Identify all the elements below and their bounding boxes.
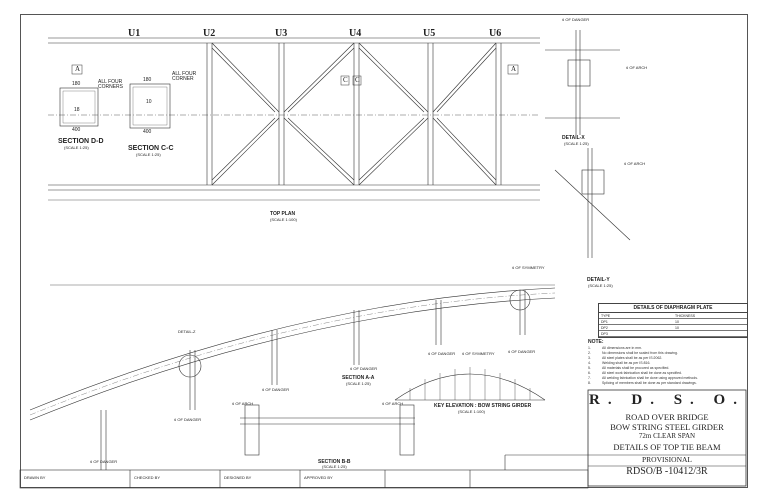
strip-field-checked: CHECKED BY <box>134 475 161 480</box>
detail-x-danger-label: ¢ OF DANGER <box>562 17 590 22</box>
danger-label-mid: ¢ OF DANGER <box>428 351 456 356</box>
section-cc-dim-width: 180 <box>143 77 152 83</box>
section-cc-title: SECTION C-C <box>128 145 174 152</box>
note-item: 5.All materials shall be procured as spe… <box>588 366 670 370</box>
member-label-u5: U5 <box>423 28 436 39</box>
diaphragm-table-row: DP1 10 <box>599 319 747 325</box>
detail-y-scale: (SCALE 1:25) <box>588 283 613 288</box>
detail-x-plate <box>567 59 591 87</box>
drawing-sheet-border <box>20 14 748 488</box>
diaphragm-cell: TYPE <box>601 313 611 318</box>
cut-marker-a-left: A <box>75 65 81 73</box>
cut-marker-c-left: C <box>343 76 348 84</box>
title-line-1: ROAD OVER BRIDGE <box>625 412 709 422</box>
section-bb-arch-label: ¢ OF ARCH <box>232 401 254 406</box>
strip-field-approved: APPROVED BY <box>304 475 333 480</box>
member-label-u2: U2 <box>203 28 216 39</box>
section-aa-scale: (SCALE 1:25) <box>346 381 371 386</box>
status-label: PROVISIONAL <box>641 455 692 464</box>
symmetry-label-top: ¢ OF SYMMETRY <box>512 265 545 270</box>
danger-label-a: ¢ OF DANGER <box>350 366 378 371</box>
detail-z-circle <box>178 354 202 378</box>
detail-x-title: DETAIL-X <box>562 135 585 141</box>
title-line-3: 72m CLEAR SPAN <box>638 432 696 440</box>
title-line-4: DETAILS OF TOP TIE BEAM <box>613 442 721 452</box>
member-label-u1: U1 <box>128 28 141 39</box>
diaphragm-cell: DP3 <box>601 331 608 336</box>
notes-block: NOTE: 1.All dimensions are in mm. 2.No d… <box>588 340 746 386</box>
all-four-corner-label: ALL FOUR CORNER <box>172 71 197 82</box>
section-cc-scale: (SCALE 1:25) <box>136 152 161 157</box>
diaphragm-table-row: DP3 <box>599 331 747 337</box>
bottom-signature-strip <box>19 469 589 489</box>
section-dd-title: SECTION D-D <box>58 138 104 145</box>
all-four-corners-label: ALL FOUR CORNERS <box>98 79 124 90</box>
diaphragm-cell: 10 <box>675 325 679 330</box>
detail-marker-circle <box>509 289 531 311</box>
note-item: 7.All welding fabrication shall be done … <box>588 376 698 380</box>
key-elevation-scale: (SCALE 1:100) <box>458 409 485 414</box>
detail-z-label: DETAIL-Z <box>178 329 196 334</box>
section-aa-title: SECTION A-A <box>342 375 375 381</box>
danger-label-b: ¢ OF DANGER <box>262 387 290 392</box>
detail-y-arch-label: ¢ OF ARCH <box>624 161 646 166</box>
diaphragm-table-title: DETAILS OF DIAPHRAGM PLATE <box>599 304 747 313</box>
diaphragm-cell: DP1 <box>601 319 608 324</box>
section-dd-dim-thk: 18 <box>74 107 80 113</box>
danger-label-c: ¢ OF DANGER <box>174 417 202 422</box>
diaphragm-table-row: DP2 10 <box>599 325 747 331</box>
note-item: 8.Splicing of members shall be done as p… <box>588 381 697 385</box>
section-cc-dim-bottom: 400 <box>143 129 152 135</box>
danger-label-right: ¢ OF DANGER <box>508 349 536 354</box>
cut-marker-a-right: A <box>511 65 517 73</box>
detail-y-plate <box>581 169 605 195</box>
section-cc-dim-thk: 10 <box>146 99 152 105</box>
notes-title: NOTE: <box>588 339 604 345</box>
strip-field-designed: DESIGNED BY <box>224 475 252 480</box>
top-plan-scale: (SCALE 1:100) <box>270 217 297 222</box>
top-plan-title: TOP PLAN <box>270 211 296 217</box>
diaphragm-cell: DP2 <box>601 325 608 330</box>
cut-marker-c-right: C <box>355 76 360 84</box>
section-dd-scale: (SCALE 1:25) <box>64 145 89 150</box>
danger-label-d: ¢ OF DANGER <box>90 459 118 464</box>
diaphragm-cell: 10 <box>675 319 679 324</box>
member-label-u4: U4 <box>349 28 362 39</box>
note-item: 3.All steel plates shall be as per IS:20… <box>588 356 663 360</box>
note-item: 6.All steel work fabrication shall be do… <box>588 371 682 375</box>
section-dd-dim-width: 180 <box>72 81 81 87</box>
section-dd-dim-bottom: 400 <box>72 127 81 133</box>
strip-field-drawn: DRAWN BY <box>24 475 46 480</box>
symmetry-label-mid: ¢ OF SYMMETRY <box>462 351 495 356</box>
note-item: 1.All dimensions are in mm. <box>588 346 643 350</box>
drawing-number: RDSO/B -10412/3R <box>626 466 708 477</box>
member-label-u3: U3 <box>275 28 288 39</box>
note-item: 4.Welding shall be as per IS:816. <box>588 361 651 365</box>
arch-top-chord <box>29 287 556 411</box>
title-block-frame <box>587 389 747 487</box>
section-cc-box <box>129 83 171 129</box>
detail-x-arch-label: ¢ OF ARCH <box>626 65 648 70</box>
section-bb-title: SECTION B-B <box>318 459 351 465</box>
section-bb-arch-label-right: ¢ OF ARCH <box>382 401 404 406</box>
section-dd-box <box>59 87 99 127</box>
diaphragm-cell: THICKNESS <box>675 313 696 318</box>
note-item: 2.No dimensions shall be scaled from thi… <box>588 351 678 355</box>
organization-title: R. D. S. O. <box>589 392 745 408</box>
detail-x-scale: (SCALE 1:25) <box>564 141 589 146</box>
detail-y-title: DETAIL-Y <box>587 277 610 283</box>
title-block: ROAD OVER BRIDGE BOW STRING STEEL GIRDER… <box>588 406 746 486</box>
title-line-2: BOW STRING STEEL GIRDER <box>610 422 724 432</box>
diaphragm-table-row: TYPE THICKNESS <box>599 313 747 319</box>
member-label-u6: U6 <box>489 28 502 39</box>
key-elevation-title: KEY ELEVATION : BOW STRING GIRDER <box>434 403 532 409</box>
diaphragm-plate-table: DETAILS OF DIAPHRAGM PLATE TYPE THICKNES… <box>598 303 748 338</box>
section-bb-scale: (SCALE 1:25) <box>322 464 347 469</box>
